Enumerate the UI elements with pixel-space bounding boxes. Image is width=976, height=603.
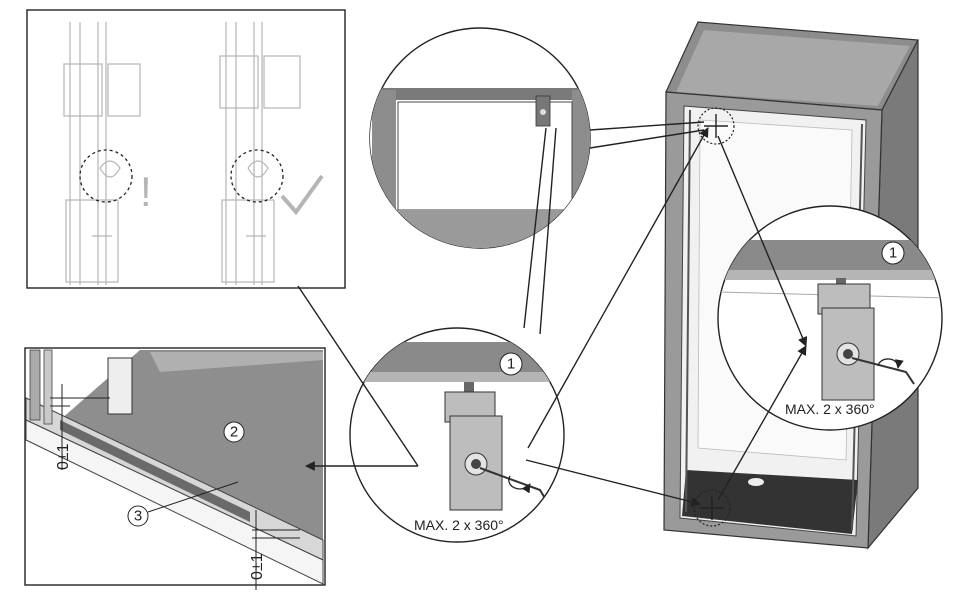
svg-text:1: 1	[507, 356, 515, 373]
checkmark-icon	[280, 174, 324, 216]
rotation-arrow-icon	[508, 475, 531, 494]
bottom-adjuster-detail: 1 MAX. 2 x 360°	[349, 327, 565, 543]
svg-text:2: 2	[230, 424, 238, 441]
tolerance-bottom-label: 0±1	[249, 553, 266, 580]
rail-detail-panel: 0±1 0±1 2 3	[24, 347, 326, 590]
adjust-point-top	[697, 107, 735, 145]
callout-2	[223, 421, 245, 443]
callout-1-center	[499, 352, 523, 376]
svg-text:1: 1	[889, 245, 897, 262]
warning-mark: !	[140, 168, 152, 215]
max-rotation-label-center: MAX. 2 x 360°	[414, 517, 504, 533]
adjust-point-bottom	[693, 489, 731, 527]
hex-key-icon-right	[851, 357, 915, 385]
max-rotation-label-right: MAX. 2 x 360°	[785, 401, 875, 417]
hex-key-icon	[479, 467, 547, 501]
callout-3	[127, 505, 149, 527]
callout-1-right	[881, 241, 905, 265]
top-hinge-detail	[369, 27, 591, 249]
rotation-arrow-icon-right	[877, 358, 904, 369]
svg-text:3: 3	[134, 508, 142, 525]
top-adjuster-detail: 1 MAX. 2 x 360°	[717, 205, 943, 431]
alignment-detail-panel: !	[26, 9, 346, 289]
tolerance-top-label: 0±1	[55, 443, 72, 470]
connector-lines	[297, 121, 808, 507]
